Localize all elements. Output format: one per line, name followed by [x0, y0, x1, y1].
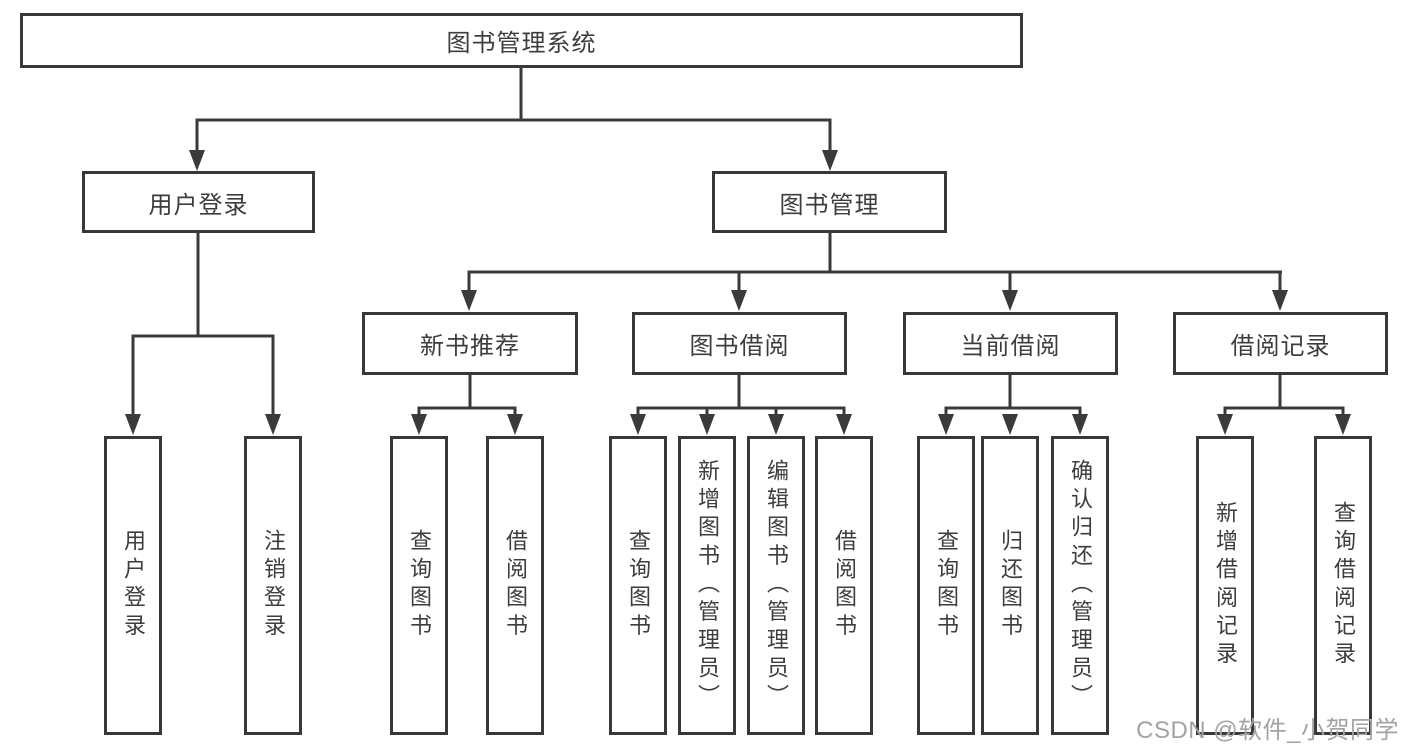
node-label: 新增借阅记录	[1213, 501, 1238, 670]
node-label: 查询图书	[626, 529, 651, 642]
node-cb-confirm-return-admin: 确认归还（管理员）	[1051, 436, 1109, 735]
node-current-borrowing: 当前借阅	[903, 312, 1118, 375]
node-new-book-recommend: 新书推荐	[362, 312, 578, 375]
node-label: 查询图书	[934, 529, 959, 642]
node-rec-query-books: 查询图书	[390, 436, 448, 735]
node-bb-borrow-books: 借阅图书	[815, 436, 873, 735]
node-label: 查询借阅记录	[1331, 501, 1356, 670]
node-rec-borrow-books: 借阅图书	[486, 436, 544, 735]
node-user-login-leaf: 用户登录	[104, 436, 162, 735]
node-cb-query-books: 查询图书	[917, 436, 975, 735]
node-label: 借阅图书	[503, 529, 528, 642]
node-label: 查询图书	[407, 529, 432, 642]
node-library-management-system: 图书管理系统	[20, 13, 1023, 68]
node-logout-leaf: 注销登录	[244, 436, 302, 735]
node-label: 编辑图书（管理员）	[764, 458, 789, 713]
node-label: 新增图书（管理员）	[695, 458, 720, 713]
node-label: 注销登录	[261, 529, 286, 642]
node-label: 用户登录	[121, 529, 146, 642]
node-label: 借阅图书	[832, 529, 857, 642]
node-br-query-record: 查询借阅记录	[1314, 436, 1372, 735]
node-br-add-record: 新增借阅记录	[1196, 436, 1254, 735]
node-label: 归还图书	[998, 529, 1023, 642]
node-book-borrowing: 图书借阅	[632, 312, 847, 375]
node-user-login-branch: 用户登录	[82, 171, 315, 233]
node-book-management-branch: 图书管理	[712, 171, 947, 233]
node-bb-edit-books-admin: 编辑图书（管理员）	[747, 436, 805, 735]
node-bb-query-books: 查询图书	[609, 436, 667, 735]
node-label: 确认归还（管理员）	[1068, 458, 1093, 713]
node-borrowing-records: 借阅记录	[1173, 312, 1388, 375]
node-cb-return-books: 归还图书	[981, 436, 1039, 735]
node-bb-add-books-admin: 新增图书（管理员）	[678, 436, 736, 735]
csdn-watermark: CSDN @软件_小贺同学	[1136, 717, 1399, 744]
